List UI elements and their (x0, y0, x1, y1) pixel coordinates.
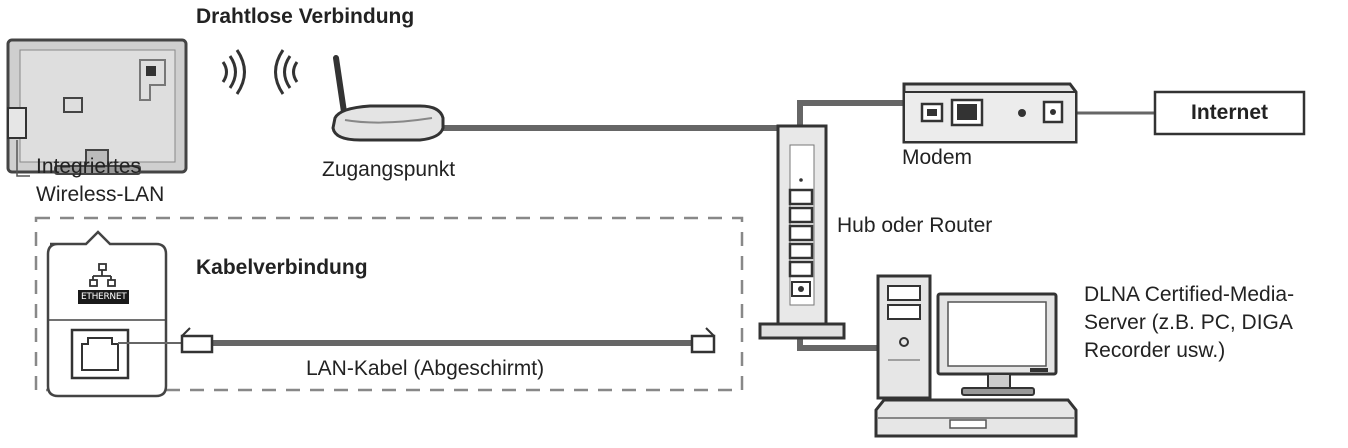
tv-icon (6, 38, 188, 177)
internet-label: Internet (1190, 101, 1268, 124)
integrated-label-line1: Integriertes (36, 155, 142, 178)
access-point-icon (331, 55, 445, 142)
network-icon (89, 263, 116, 287)
hub-router-label: Hub oder Router (837, 214, 993, 237)
wireless-heading: Drahtlose Verbindung (196, 5, 415, 28)
monitor-icon (936, 292, 1058, 396)
modem-label: Modem (902, 146, 973, 169)
ethernet-port-icon (70, 328, 182, 380)
cable-connection-region (34, 216, 744, 392)
internet-box (1153, 90, 1306, 136)
pc-tower-icon (876, 274, 932, 400)
line-hub-modem (797, 100, 904, 126)
dlna-label-line3: Recorder usw.) (1084, 339, 1226, 362)
lan-connector-right (690, 327, 716, 354)
lan-cable-label: LAN-Kabel (Abgeschirmt) (306, 357, 545, 380)
hub-router-icon (758, 124, 846, 340)
ethernet-tag: ETHERNET (78, 290, 130, 304)
wireless-signal-icon (221, 49, 299, 95)
lan-connector-left (180, 327, 214, 354)
line-hub-pc (797, 338, 884, 351)
dlna-label-line2: Server (z.B. PC, DIGA (1084, 311, 1293, 334)
modem-icon (902, 82, 1078, 144)
connection-lines (212, 100, 1155, 351)
recorder-icon (874, 398, 1078, 438)
access-point-label: Zugangspunkt (322, 158, 456, 181)
integrated-label-line2: Wireless-LAN (36, 183, 165, 206)
cable-heading: Kabelverbindung (196, 256, 368, 279)
dlna-label-line1: DLNA Certified-Media- (1084, 283, 1295, 306)
